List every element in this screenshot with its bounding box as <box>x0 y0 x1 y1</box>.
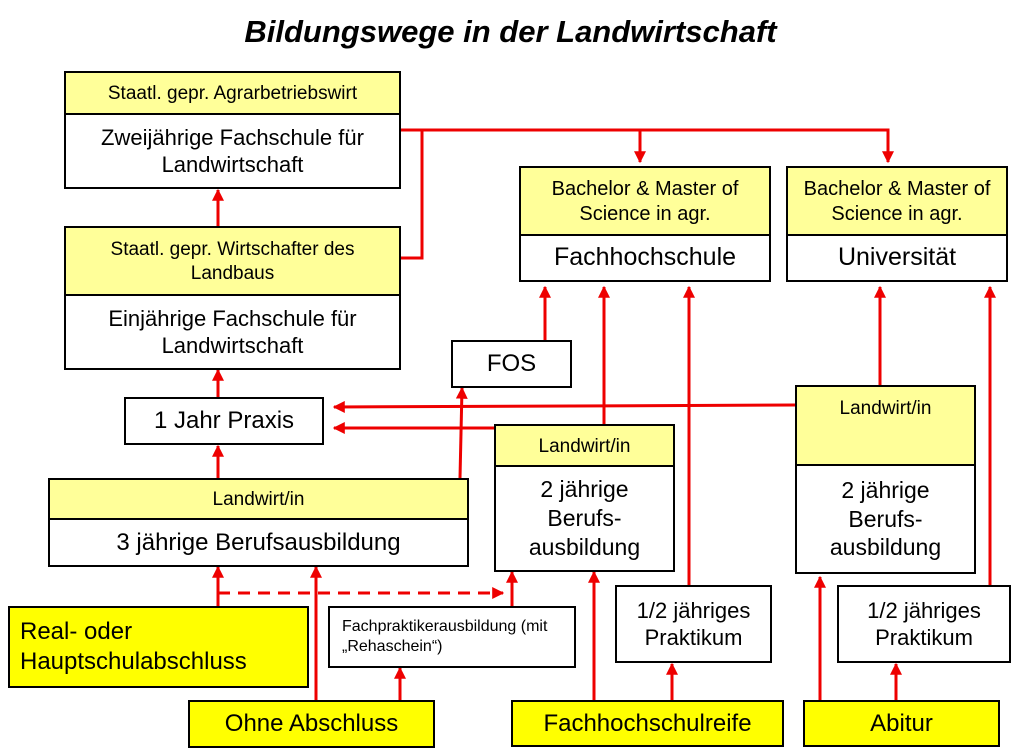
arrow-landwirt-to-fos <box>455 386 468 479</box>
praxis-box: 1 Jahr Praxis <box>124 397 324 445</box>
landwirt-3j-header: Landwirt/in <box>48 478 469 520</box>
praktikum-b-box: 1/2 jähriges Praktikum <box>837 585 1011 663</box>
fachhochschule-body: Fachhochschule <box>519 234 771 282</box>
universitaet-header: Bachelor & Master of Science in agr. <box>786 166 1008 236</box>
fachpraktiker-box: Fachpraktikerausbildung (mit „Rehaschein… <box>328 606 576 668</box>
agrarbetriebswirt-box: Staatl. gepr. Agrarbetriebswirt <box>64 71 401 115</box>
abitur-box: Abitur <box>803 700 1000 747</box>
praktikum-a-box: 1/2 jähriges Praktikum <box>615 585 772 663</box>
landwirt-2j-a-header: Landwirt/in <box>494 424 675 467</box>
arrow-fachschule-to-hochschulen <box>400 128 894 164</box>
real-hauptschul-box: Real- oder Hauptschulabschluss <box>8 606 309 688</box>
arrow-wirtschafter-link <box>400 130 424 260</box>
arrow-landwirt2j-right-to-praxis <box>332 400 797 413</box>
landwirt-3j-body: 3 jährige Berufsausbildung <box>48 518 469 567</box>
zweijaehrige-fachschule-box: Zweijährige Fachschule für Landwirtschaf… <box>64 113 401 189</box>
fos-box: FOS <box>451 340 572 388</box>
fachhochschulreife-box: Fachhochschulreife <box>511 700 784 747</box>
fachhochschule-header: Bachelor & Master of Science in agr. <box>519 166 771 236</box>
wirtschafter-box: Staatl. gepr. Wirtschafter des Landbaus <box>64 226 401 296</box>
landwirt-2j-a-body: 2 jährige Berufs-ausbildung <box>494 465 675 572</box>
einjaehrige-fachschule-box: Einjährige Fachschule für Landwirtschaft <box>64 294 401 370</box>
universitaet-body: Universität <box>786 234 1008 282</box>
landwirt-2j-b-body: 2 jährige Berufs-ausbildung <box>795 464 976 574</box>
ohne-abschluss-box: Ohne Abschluss <box>188 700 435 748</box>
landwirt-2j-b-header: Landwirt/in <box>795 385 976 466</box>
diagram-title: Bildungswege in der Landwirtschaft <box>244 14 777 49</box>
